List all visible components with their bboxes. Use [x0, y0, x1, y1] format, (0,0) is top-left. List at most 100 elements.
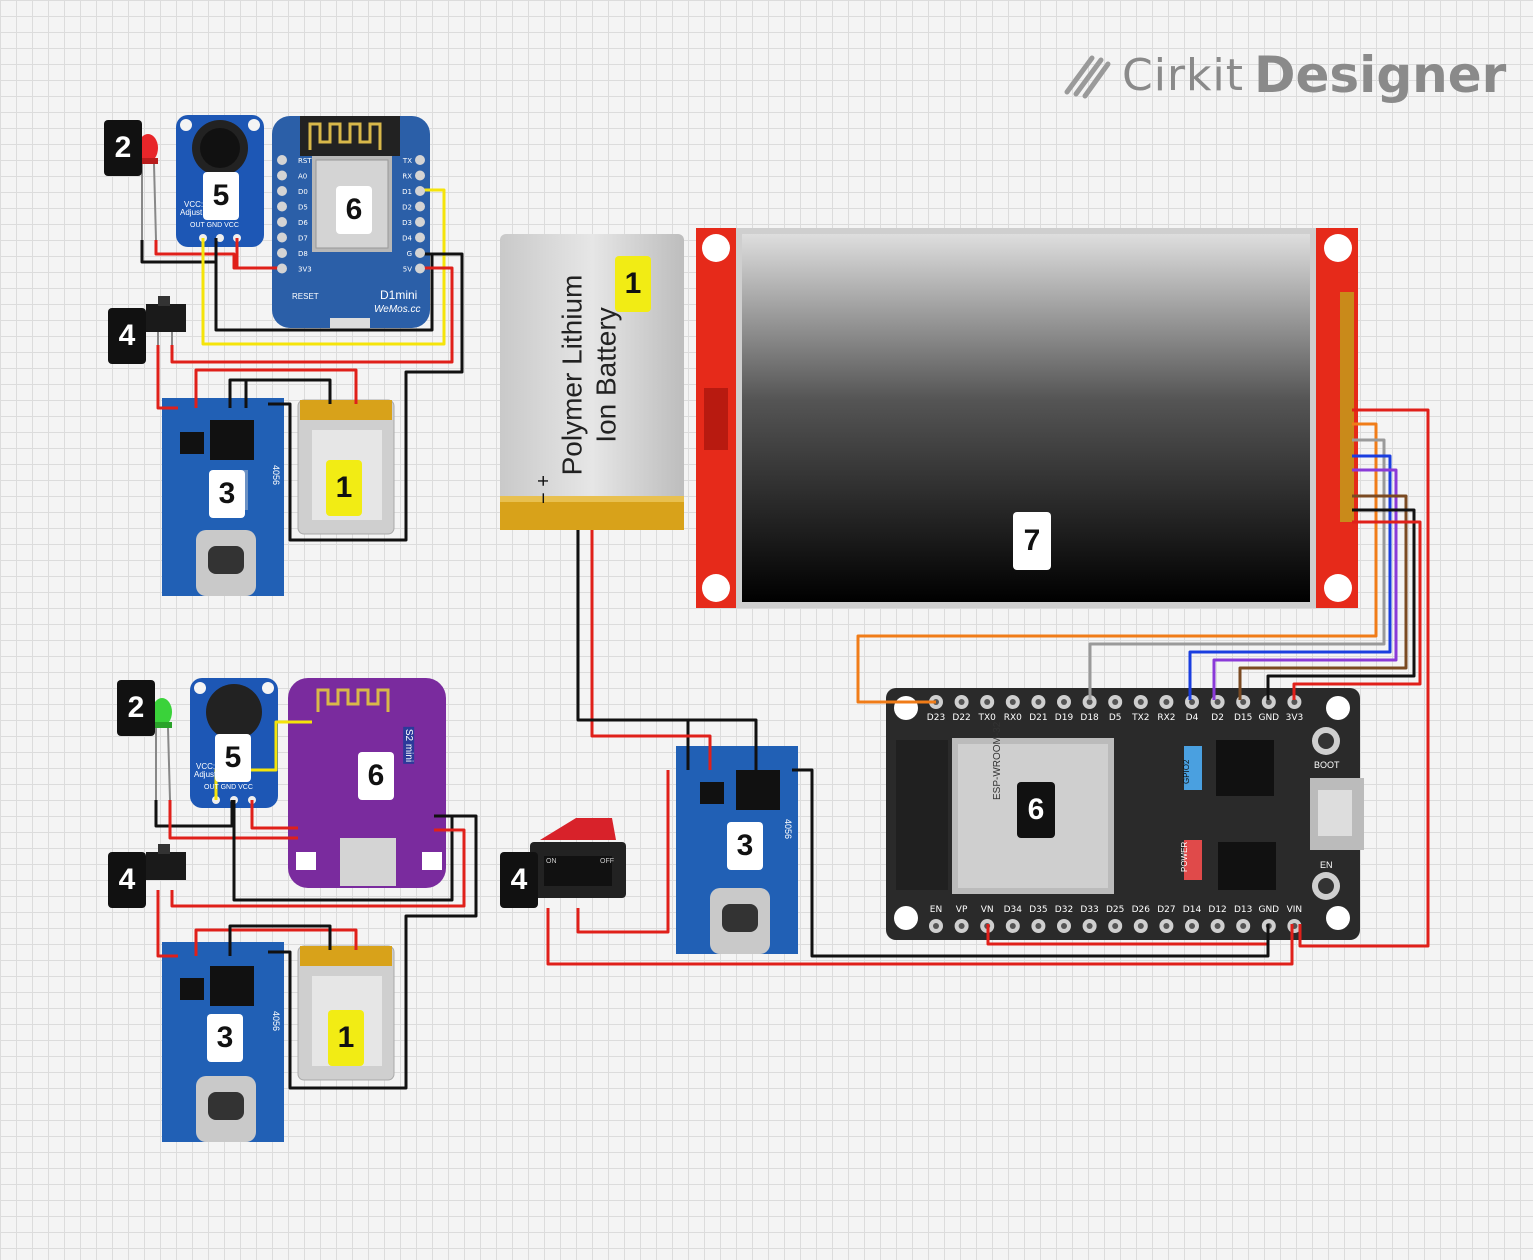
tag-charger-mid[interactable]: 3 [727, 822, 763, 870]
d1-right-pin[interactable] [415, 201, 425, 212]
cirkit-designer-logo[interactable]: Cirkit Designer [1062, 40, 1506, 110]
esp32-bottom-pin-label: D27 [1157, 905, 1175, 915]
esp32-bottom-pin-label: D13 [1234, 905, 1252, 915]
esp32-bottom-pin-hole [1035, 923, 1042, 929]
esp32-bottom-pin-label: GND [1258, 905, 1279, 915]
d1-left-pin-label: D5 [298, 204, 308, 212]
esp32-top-pin-hole [1163, 699, 1170, 705]
esp32-bottom-pin-label: VP [956, 905, 968, 915]
tag-mcu-bottom[interactable]: 6 [358, 752, 394, 800]
d1-right-pin-label: G [407, 250, 412, 258]
tag-charger-bottom[interactable]: 3 [207, 1014, 243, 1062]
esp32-top-pin-hole [1137, 699, 1144, 705]
en-button-label: EN [1320, 860, 1333, 870]
tag-esp32[interactable]: 6 [1017, 782, 1055, 838]
tag-led-bottom[interactable]: 2 [117, 680, 155, 736]
wemos-label: WeMos.cc [374, 304, 421, 315]
boot-label: BOOT [1314, 760, 1340, 770]
tag-led-top[interactable]: 2 [104, 120, 142, 176]
mic-pins-label: OUT GND VCC [190, 222, 239, 229]
power-led-label: POWER [1180, 841, 1189, 872]
tag-mic-bottom[interactable]: 5 [215, 734, 251, 782]
d1-left-pin[interactable] [277, 186, 287, 196]
esp32-bottom-pin-hole [1112, 923, 1119, 929]
d1-right-pin[interactable] [415, 170, 425, 181]
rocker-switch[interactable] [530, 818, 626, 898]
d1-left-pin[interactable] [277, 248, 287, 258]
d1-right-pin-label: 5V [403, 266, 412, 274]
esp32-top-pin-hole [1061, 699, 1067, 705]
esp32-bottom-pin-label: EN [930, 905, 942, 915]
esp32-top-pin-label: GND [1258, 713, 1279, 723]
d1-right-pin[interactable] [415, 248, 425, 258]
cirkit-logo-icon [1064, 55, 1111, 99]
esp32-top-pin-hole [1009, 699, 1016, 705]
tag-switch-mid[interactable]: 4 [500, 852, 538, 908]
switch-off-label: OFF [600, 858, 614, 865]
tag-charger-top[interactable]: 3 [209, 470, 245, 518]
tag-mic-top[interactable]: 5 [203, 172, 239, 220]
charger-model-bottom: 4056 [271, 1010, 282, 1032]
esp32-top-pin-label: D19 [1055, 713, 1074, 723]
d1-right-pin[interactable] [415, 186, 425, 196]
esp32-bottom-pin-hole [1163, 923, 1170, 929]
d1-left-pin-label: 3V3 [298, 266, 312, 274]
esp32-bottom-pin-label: D26 [1132, 905, 1151, 915]
d1-right-pin[interactable] [415, 155, 425, 165]
esp32-bottom-pin-label: D14 [1183, 905, 1202, 915]
esp32-bottom-pin-label: VN [981, 905, 994, 915]
d1-left-pin[interactable] [277, 201, 287, 212]
d1-left-pin[interactable] [277, 155, 287, 165]
esp32-top-pin-label: D15 [1234, 713, 1252, 723]
esp32-bottom-pin-hole [1189, 923, 1195, 929]
esp32-top-pin-hole [1240, 699, 1247, 705]
esp32-top-pin-label: D21 [1029, 713, 1047, 723]
esp32-bottom-pin-hole [1137, 923, 1144, 929]
esp32-top-pin-label: RX2 [1157, 713, 1175, 723]
tag-switch-top[interactable]: 4 [108, 308, 146, 364]
tag-battery-large[interactable]: 1 [615, 256, 651, 312]
esp32-top-pin-hole [1189, 699, 1195, 705]
battery-minus: − [532, 492, 555, 504]
small-lipo-battery-bottom[interactable] [297, 945, 395, 1081]
d1-right-pin[interactable] [415, 217, 425, 227]
d1-left-pin[interactable] [277, 263, 287, 274]
d1-right-pin[interactable] [415, 263, 425, 274]
esp32-top-pin-hole [984, 699, 991, 705]
bottom-left-circuit [146, 678, 478, 1142]
tag-switch-bottom[interactable]: 4 [108, 852, 146, 908]
d1-left-pin[interactable] [277, 170, 287, 181]
esp-module-label: ESP-WROOM-32 [992, 721, 1003, 800]
d1-left-pin[interactable] [277, 217, 287, 227]
mic-vcc-label: VCC: [184, 200, 204, 209]
esp32-bottom-pin-hole [1009, 923, 1016, 929]
led-green[interactable] [152, 698, 172, 801]
tag-battery-small-bottom[interactable]: 1 [328, 1010, 364, 1066]
display-pin-header [1340, 292, 1354, 522]
esp32-bottom-pin-hole [933, 923, 939, 929]
d1-left-pin-label: RST [298, 157, 312, 165]
esp32-top-pin-hole [1112, 699, 1119, 705]
d1-left-pin[interactable] [277, 232, 287, 243]
d1-right-pin[interactable] [415, 232, 425, 243]
slide-switch-bottom[interactable] [146, 844, 186, 880]
tag-mcu-top[interactable]: 6 [336, 186, 372, 234]
esp32-top-pin-label: D4 [1186, 713, 1199, 723]
gpio2-led-label: GPIO2 [1182, 759, 1191, 784]
tag-battery-small-top[interactable]: 1 [326, 460, 362, 516]
esp32-top-pin-label: TX0 [978, 713, 997, 723]
esp32-bottom-pin-label: D34 [1004, 905, 1023, 915]
reset-label: RESET [292, 292, 319, 301]
charger-model-mid: 4056 [783, 818, 794, 840]
s2mini-label: S2 mini [403, 726, 415, 765]
esp32-bottom-pin-hole [958, 923, 965, 929]
esp32-bottom-pin-label: D35 [1029, 905, 1047, 915]
tag-display[interactable]: 7 [1013, 512, 1051, 570]
led-red[interactable] [138, 134, 158, 241]
wires-right [546, 408, 1430, 966]
mic-pins-label-bottom: OUT GND VCC [204, 784, 253, 791]
slide-switch-top[interactable] [146, 296, 186, 345]
d1-right-pin-label: TX [402, 157, 412, 165]
